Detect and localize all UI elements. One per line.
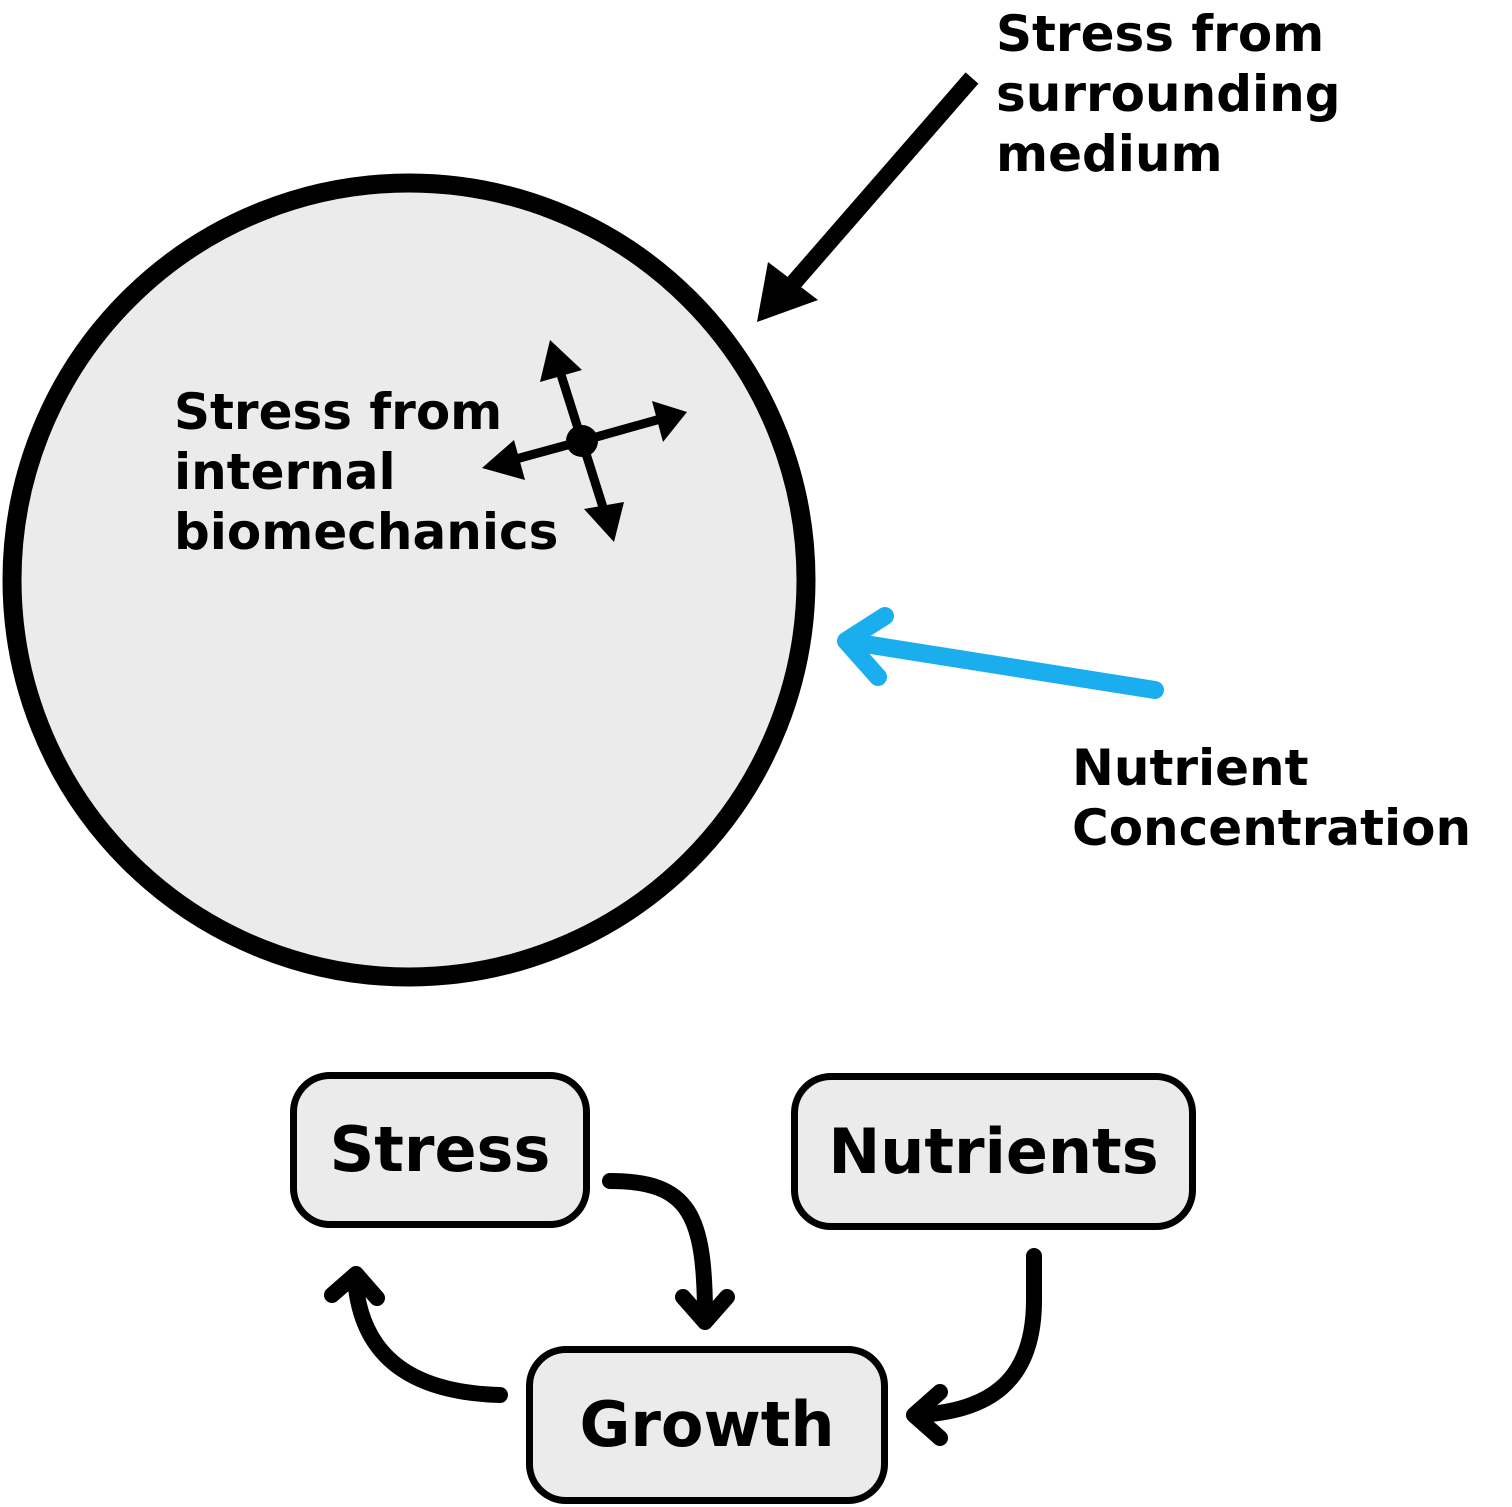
arrow-left-icon xyxy=(837,607,1164,699)
internal-stress-line-2: internal xyxy=(174,443,396,501)
tissue-circle xyxy=(2,173,816,987)
external-stress-label: Stress from surrounding medium xyxy=(996,4,1341,184)
nutrient-label: Nutrient Concentration xyxy=(1072,738,1471,858)
external-stress-line-3: medium xyxy=(996,125,1223,183)
stress-to-growth-arrow xyxy=(602,1173,735,1330)
external-stress-line-2: surrounding xyxy=(996,65,1341,123)
internal-stress-label: Stress from internal biomechanics xyxy=(174,382,558,562)
nutrient-line-2: Concentration xyxy=(1072,799,1472,857)
internal-stress-line-1: Stress from xyxy=(174,383,503,441)
external-stress-line-1: Stress from xyxy=(996,5,1325,63)
growth-box-label: Growth xyxy=(579,1388,835,1461)
nutrients-box: Nutrients xyxy=(791,1073,1196,1230)
nutrients-to-growth-arrow xyxy=(906,1248,1042,1446)
arrow-down-left-icon xyxy=(757,72,979,322)
nutrients-box-label: Nutrients xyxy=(828,1114,1159,1188)
growth-to-stress-arrow xyxy=(324,1266,508,1403)
nutrient-line-1: Nutrient xyxy=(1072,739,1309,797)
stress-box-label: Stress xyxy=(329,1113,551,1186)
stress-box: Stress xyxy=(290,1072,590,1228)
growth-box: Growth xyxy=(526,1346,888,1504)
internal-stress-line-3: biomechanics xyxy=(174,503,559,561)
four-way-arrows-icon xyxy=(482,340,687,542)
